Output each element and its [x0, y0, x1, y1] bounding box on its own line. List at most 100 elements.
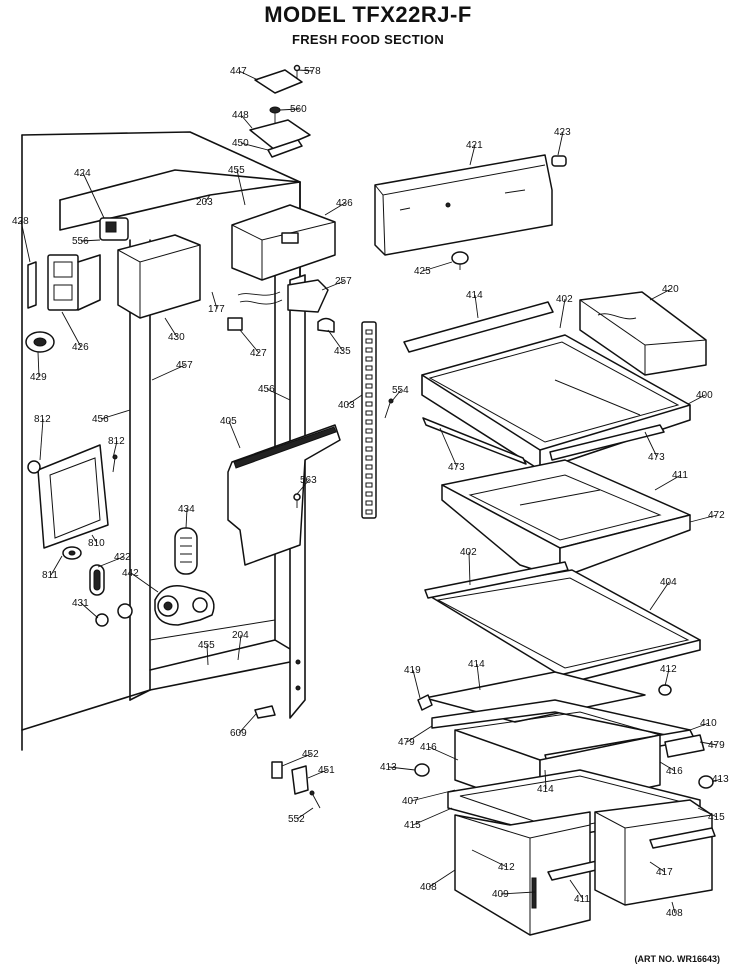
callout-c427: 427	[250, 348, 267, 359]
callout-c609: 609	[230, 728, 247, 739]
callout-c434: 434	[178, 504, 195, 515]
callout-c426: 426	[72, 342, 89, 353]
leader-line	[100, 409, 131, 420]
leader-line	[112, 440, 118, 459]
callout-c257: 257	[335, 276, 352, 287]
leader-line	[281, 753, 312, 767]
clip-413b	[698, 775, 714, 789]
leader-line	[80, 239, 101, 242]
shelf-trim-414	[403, 301, 554, 353]
callout-c447: 447	[230, 66, 247, 77]
leader-line	[711, 778, 722, 783]
leader-line	[412, 807, 453, 826]
hinge-448	[249, 119, 311, 151]
leader-line	[97, 556, 124, 568]
leader-line	[649, 861, 666, 873]
callout-c811: 811	[42, 570, 58, 581]
leader-line	[471, 849, 508, 868]
callout-c177: 177	[208, 304, 225, 315]
leader-line	[238, 713, 257, 734]
leader-line	[428, 869, 456, 888]
callout-c408b: 408	[666, 908, 683, 919]
leader-line	[469, 144, 476, 166]
shelf-402-400	[421, 334, 691, 471]
leader-line	[410, 789, 456, 802]
callout-c414a: 414	[466, 290, 483, 301]
callout-c412b: 412	[498, 862, 515, 873]
leader-line	[557, 131, 564, 156]
screw-812b	[112, 454, 118, 473]
callout-c812a: 812	[34, 414, 51, 425]
callout-c428: 428	[12, 216, 29, 227]
leader-line	[296, 807, 314, 820]
leader-line	[228, 420, 241, 449]
leader-line	[388, 766, 416, 771]
leader-line	[391, 389, 402, 402]
callout-c402a: 402	[556, 294, 573, 305]
duct-cover-430	[117, 234, 201, 319]
callout-c410: 410	[700, 718, 717, 729]
leader-line	[476, 663, 481, 691]
art-number: (ART NO. WR16643)	[634, 954, 720, 964]
leader-line	[296, 479, 310, 495]
leader-line	[654, 474, 682, 491]
leader-line	[39, 418, 44, 461]
callout-c455a: 455	[228, 165, 245, 176]
callout-c417: 417	[656, 867, 673, 878]
callout-c409: 409	[492, 889, 509, 900]
callout-c416a: 416	[420, 742, 437, 753]
wire-harness-427	[227, 291, 283, 331]
callout-c435: 435	[334, 346, 351, 357]
clip-435	[317, 317, 335, 333]
knob-423	[551, 155, 567, 167]
callout-c402b: 402	[460, 547, 477, 558]
callout-c203: 203	[196, 197, 213, 208]
bulb-431	[95, 603, 133, 627]
leader-line	[204, 194, 211, 203]
callout-c416b: 416	[666, 766, 683, 777]
callout-c407: 407	[402, 796, 419, 807]
callout-c414c: 414	[537, 784, 554, 795]
leader-line	[406, 725, 433, 743]
thermostat-424	[99, 217, 129, 241]
leader-line	[671, 901, 676, 914]
callout-c415a: 415	[404, 820, 421, 831]
leader-line	[236, 169, 246, 206]
leader-line	[321, 280, 345, 291]
callout-c451: 451	[318, 765, 335, 776]
screw-552	[309, 790, 321, 809]
section-subtitle: FRESH FOOD SECTION	[291, 32, 445, 47]
leader-line	[559, 298, 566, 329]
pan-411	[441, 459, 691, 579]
leader-line	[649, 288, 672, 301]
leader-line	[237, 634, 242, 661]
callout-c430: 430	[168, 332, 185, 343]
callout-c419: 419	[404, 665, 421, 676]
lens-432	[89, 564, 105, 596]
callout-c408a: 408	[420, 882, 437, 893]
control-housing-436	[231, 204, 336, 281]
callout-c412a: 412	[660, 664, 677, 675]
leader-line	[687, 394, 706, 405]
callout-c479b: 479	[708, 740, 725, 751]
leader-line	[164, 317, 178, 338]
leader-line	[649, 581, 670, 611]
callout-c473a: 473	[448, 462, 465, 473]
callout-c424: 424	[74, 168, 91, 179]
callout-c472: 472	[708, 510, 725, 521]
leader-line	[211, 291, 218, 310]
screw-554	[384, 398, 394, 419]
leader-line	[689, 722, 710, 731]
leader-line	[240, 114, 253, 129]
shelf-ladder-403	[361, 321, 377, 519]
leader-line	[324, 202, 346, 216]
leader-line	[544, 769, 547, 790]
leader-line	[82, 172, 105, 219]
callout-c448: 448	[232, 110, 249, 121]
leader-line	[91, 534, 98, 544]
grommet-811	[62, 546, 82, 560]
leader-line	[239, 329, 260, 354]
light-shield-405	[227, 424, 341, 566]
light-socket-426	[47, 254, 101, 311]
